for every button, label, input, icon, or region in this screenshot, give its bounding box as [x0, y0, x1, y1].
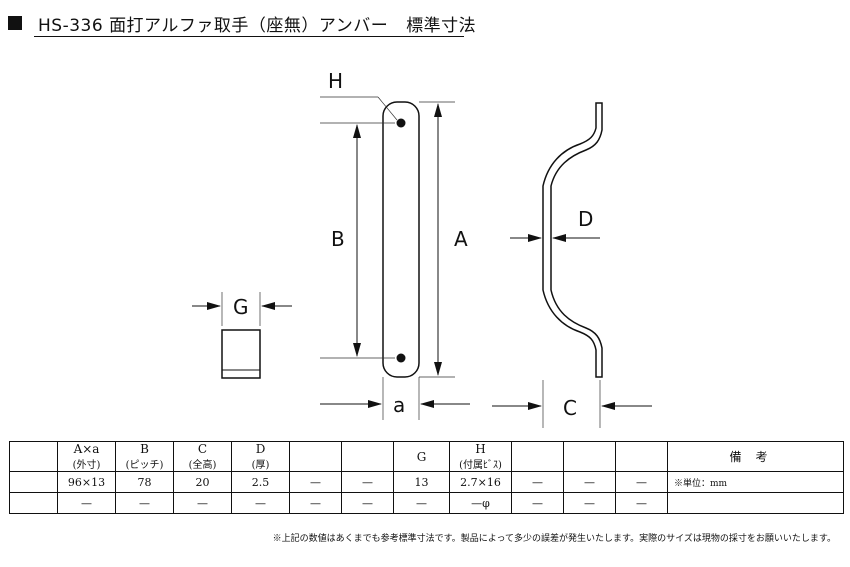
label-D: D: [578, 207, 593, 231]
label-G: G: [233, 295, 249, 319]
title-name: 面打アルファ取手（座無）アンバー: [109, 16, 389, 36]
label-B: B: [331, 227, 345, 251]
label-H: H: [328, 69, 343, 93]
remarks-header: 備考: [667, 441, 844, 472]
label-A: A: [454, 227, 468, 251]
title-text: HS-336 面打アルファ取手（座無）アンバー 標準寸法: [38, 11, 476, 36]
end-view: G: [192, 292, 292, 379]
table-row: 96×13 78 20 2.5 — — 13 2.7×16 — — — ※単位：…: [9, 471, 844, 493]
title-model: HS-336: [38, 16, 104, 36]
header-cell: A×a(外寸): [57, 441, 116, 472]
header-cell: G: [393, 441, 450, 472]
square-bullet-icon: [8, 16, 22, 30]
dimension-drawing: H B A a D C: [192, 69, 652, 428]
remarks-cell: ※単位：mm: [667, 471, 844, 493]
page-title: HS-336 面打アルファ取手（座無）アンバー 標準寸法: [8, 8, 528, 37]
spec-table: A×a(外寸) B(ピッチ) C(全高) D(厚) G H(付属ﾋﾞｽ) 備考 …: [9, 441, 844, 514]
header-cell: [563, 441, 616, 472]
header-cell: H(付属ﾋﾞｽ): [449, 441, 512, 472]
front-view: H B A a: [320, 69, 470, 420]
side-view: D C: [492, 102, 652, 428]
header-cell: D(厚): [231, 441, 290, 472]
handle-profile: [542, 102, 603, 378]
title-underline: [34, 36, 464, 37]
label-a: a: [393, 393, 405, 417]
header-cell: C(全高): [173, 441, 232, 472]
header-cell: B(ピッチ): [115, 441, 174, 472]
title-subtitle: 標準寸法: [406, 16, 477, 36]
header-cell: [615, 441, 668, 472]
screw-hole-top: [396, 118, 406, 128]
header-cell: [341, 441, 394, 472]
header-cell: [511, 441, 564, 472]
handle-face-outline: [382, 101, 420, 378]
remarks-cell: [667, 492, 844, 514]
footnote: ※上記の数値はあくまでも参考標準寸法です。製品によって多少の誤差が発生いたします…: [272, 534, 836, 544]
label-C: C: [563, 396, 577, 420]
header-blank: [9, 441, 58, 472]
screw-hole-bottom: [396, 353, 406, 363]
end-profile: [221, 329, 261, 379]
table-row: — — — — — — — —φ — — —: [9, 492, 844, 514]
header-cell: [289, 441, 342, 472]
